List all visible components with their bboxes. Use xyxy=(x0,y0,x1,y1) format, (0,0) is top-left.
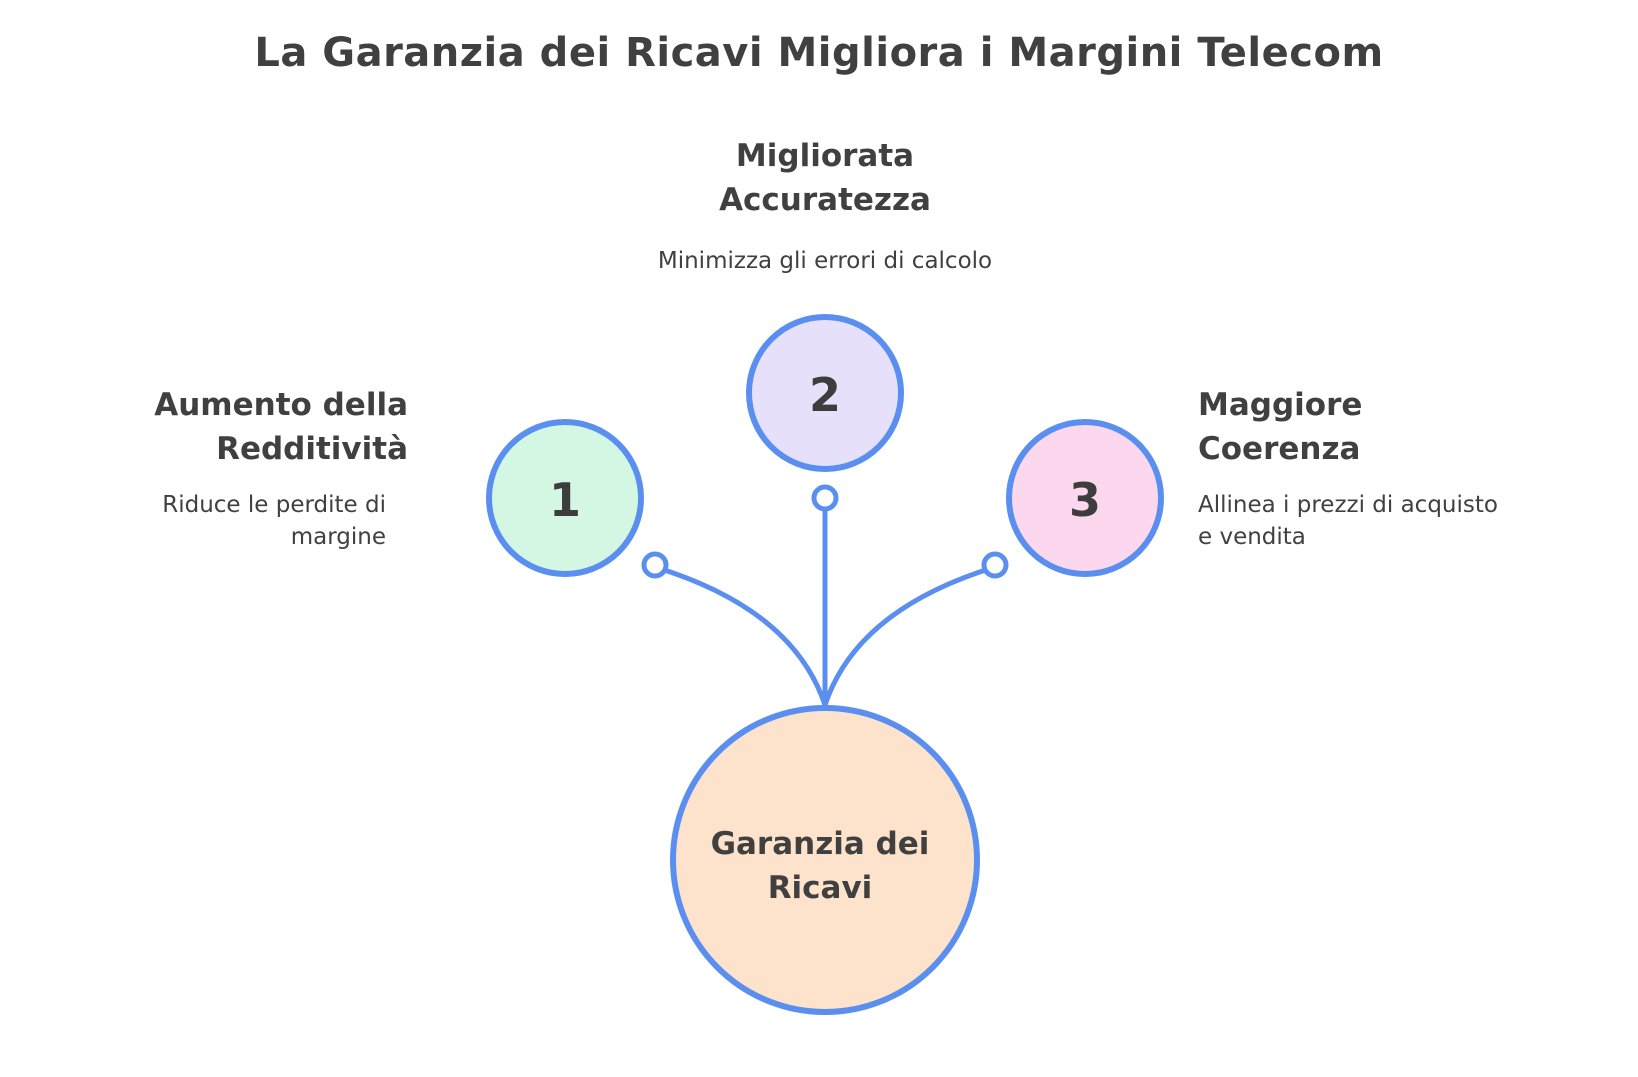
item-desc-1-line2: margine xyxy=(290,524,386,550)
item-heading-1-line1: Aumento della xyxy=(154,387,408,423)
center-circle xyxy=(670,705,980,1015)
item-desc-1-line1: Riduce le perdite di xyxy=(162,492,386,518)
knob-2 xyxy=(811,484,839,512)
item-desc-1: Riduce le perdite di margine xyxy=(100,489,386,553)
item-node-3: 3 xyxy=(1006,419,1164,577)
item-heading-1-line2: Redditività xyxy=(216,431,408,467)
item-desc-3-line2: e vendita xyxy=(1198,524,1306,550)
item-heading-2-line1: Migliorata xyxy=(735,138,915,174)
item-circle-3 xyxy=(1006,419,1164,577)
item-node-2: 2 xyxy=(746,314,904,472)
item-desc-3-line1: Allinea i prezzi di acquisto xyxy=(1198,492,1498,518)
item-heading-3: Maggiore Coerenza xyxy=(1198,383,1578,471)
knob-3 xyxy=(981,551,1009,579)
item-heading-3-line1: Maggiore xyxy=(1198,387,1363,423)
item-number-2: 2 xyxy=(809,368,841,422)
item-circle-1 xyxy=(486,419,644,577)
center-label-line2: Ricavi xyxy=(767,870,873,906)
item-heading-2-line2: Accuratezza xyxy=(719,182,931,218)
item-desc-2-line1: Minimizza gli errori di calcolo xyxy=(657,248,993,274)
knob-1 xyxy=(641,551,669,579)
connectors xyxy=(652,495,998,708)
center-label-line1: Garanzia dei xyxy=(710,826,930,862)
item-heading-2: Migliorata Accuratezza xyxy=(625,134,1025,222)
item-heading-3-line2: Coerenza xyxy=(1198,431,1361,467)
connector-3 xyxy=(822,564,998,708)
item-circle-2 xyxy=(746,314,904,472)
center-label: Garanzia dei Ricavi xyxy=(640,822,1000,910)
connector-1 xyxy=(652,564,828,708)
item-node-1: 1 xyxy=(486,419,644,577)
item-desc-2: Minimizza gli errori di calcolo xyxy=(575,245,1075,277)
item-desc-3: Allinea i prezzi di acquisto e vendita xyxy=(1198,489,1598,553)
diagram-title: La Garanzia dei Ricavi Migliora i Margin… xyxy=(254,30,1384,76)
connector-knobs xyxy=(641,484,1009,579)
item-number-1: 1 xyxy=(549,473,581,527)
item-number-3: 3 xyxy=(1069,473,1101,527)
item-heading-1: Aumento della Redditività xyxy=(100,383,408,471)
